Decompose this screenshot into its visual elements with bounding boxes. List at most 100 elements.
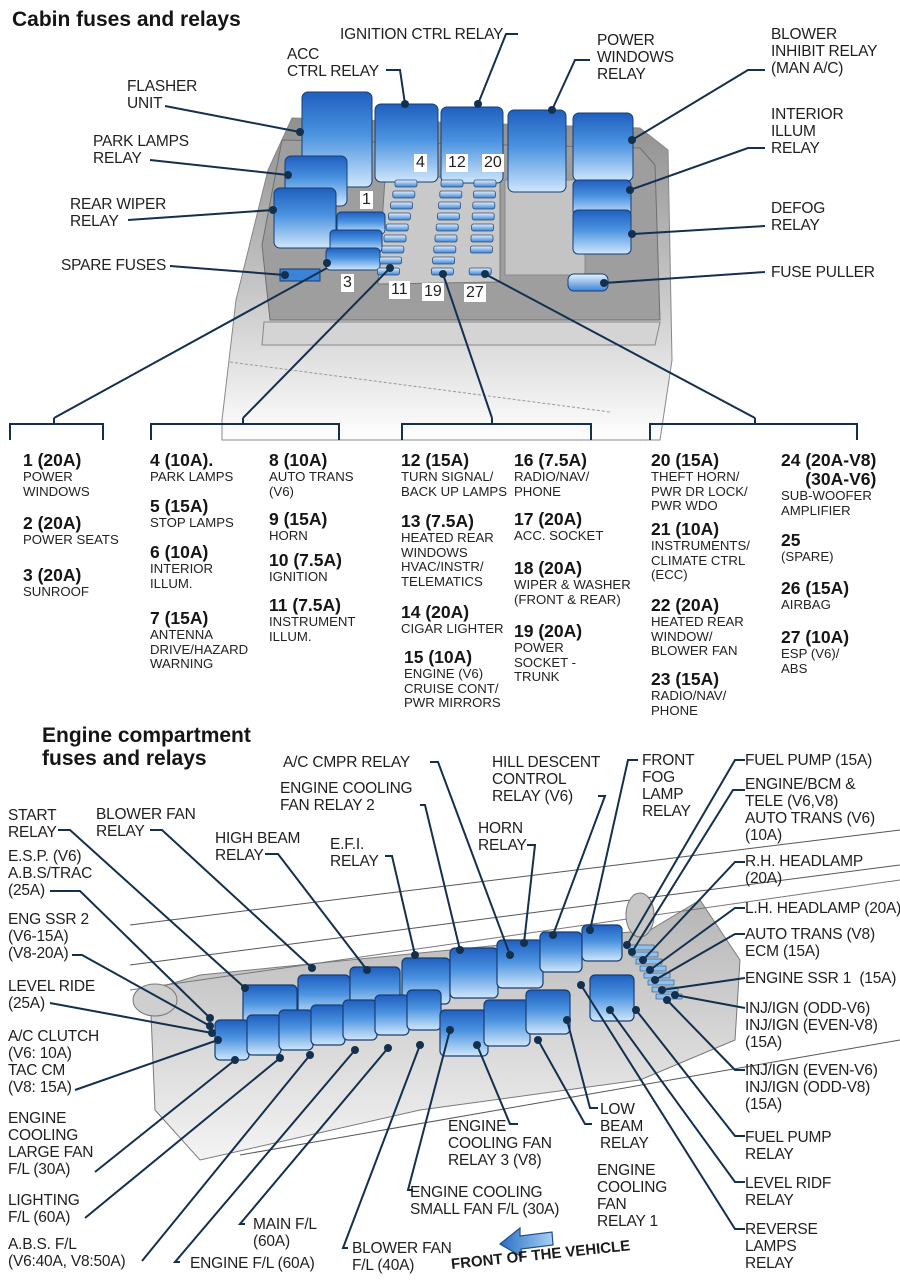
fuse-entry-11: 11 (7.5A)INSTRUMENT ILLUM.: [269, 595, 356, 644]
fuse-entry-18: 18 (20A)WIPER & WASHER (FRONT & REAR): [514, 558, 631, 607]
engine-title: Engine compartment fuses and relays: [42, 724, 251, 770]
engine-relay-back-8: [581, 924, 623, 962]
fuse-entry-7: 7 (15A)ANTENNA DRIVE/HAZARD WARNING: [150, 608, 249, 671]
label-abs-fl: A.B.S. F/L (V6:40A, V8:50A): [8, 1236, 126, 1270]
mini-fuse: [381, 245, 405, 254]
cabin-mini-fuses: [376, 179, 497, 276]
engine-mini-fuse: [647, 979, 675, 986]
label-spare-fuses: SPARE FUSES: [61, 257, 167, 274]
engine-leader-lines: [49, 759, 746, 1263]
mini-fuse: [385, 223, 409, 232]
engine-relay-back-7: [539, 931, 583, 973]
label-efi-relay: E.F.I. RELAY: [330, 836, 379, 870]
engine-relay-front-3: [525, 989, 571, 1035]
label-horn-relay: HORN RELAY: [478, 820, 527, 854]
mini-fuse: [390, 201, 414, 210]
mini-fuse: [435, 223, 459, 232]
mini-fuse: [436, 212, 460, 221]
slot-number-27: 27: [464, 284, 486, 302]
label-park-lamps-relay: PARK LAMPS RELAY: [93, 133, 189, 167]
fuse-entry-19: 19 (20A)POWER SOCKET - TRUNK: [514, 621, 583, 684]
engine-relay-front-2: [483, 999, 531, 1047]
label-blower-fan-relay: BLOWER FAN RELAY: [96, 806, 196, 840]
label-start-relay: START RELAY: [8, 807, 57, 841]
fuse-entry-3: 3 (20A)SUNROOF: [23, 565, 89, 599]
label-level-ride-relay: LEVEL RIDF RELAY: [745, 1175, 832, 1209]
fuse-entry-13: 13 (7.5A)HEATED REAR WINDOWS HVAC/INSTR/…: [401, 511, 494, 589]
cabin-title: Cabin fuses and relays: [12, 8, 241, 31]
engine-relay-front-1: [439, 1009, 489, 1057]
mini-fuse: [469, 245, 493, 254]
engine-maxi-fuse-2: [246, 1014, 282, 1056]
mini-fuse: [392, 190, 416, 199]
label-engine-bcm: ENGINE/BCM & TELE (V6,V8) AUTO TRANS (V6…: [745, 776, 875, 844]
mini-fuse: [470, 234, 494, 243]
mini-fuse: [472, 201, 496, 210]
fuse-entry-27: 27 (10A)ESP (V6)/ ABS: [781, 627, 850, 676]
fuse-entry-17: 17 (20A)ACC. SOCKET: [514, 509, 604, 543]
engine-maxi-fuse-3: [278, 1009, 314, 1051]
slot-number-4: 4: [414, 154, 427, 172]
label-eng-ssr-2: ENG SSR 2 (V6-15A) (V8-20A): [8, 911, 89, 962]
label-fuel-pump-relay: FUEL PUMP RELAY: [745, 1129, 832, 1163]
front-arrow-icon: [498, 1226, 554, 1259]
label-lh-headlamp: L.H. HEADLAMP (20A): [745, 900, 900, 917]
rear-wiper-relay: [273, 187, 337, 249]
fuse-entry-20: 20 (15A)THEFT HORN/ PWR DR LOCK/ PWR WDO: [651, 450, 748, 513]
label-ac-clutch: A/C CLUTCH (V6: 10A) TAC CM (V8: 15A): [8, 1028, 100, 1096]
fuse-entry-4: 4 (10A).PARK LAMPS: [150, 450, 234, 484]
fuse-entry-14: 14 (20A)CIGAR LIGHTER: [401, 602, 504, 636]
fuse-entry-16: 16 (7.5A)RADIO/NAV/ PHONE: [514, 450, 590, 499]
label-fuel-pump-15a: FUEL PUMP (15A): [745, 752, 873, 769]
slot-number-19: 19: [422, 283, 444, 301]
mini-fuse: [440, 179, 464, 188]
engine-maxi-fuse-5: [342, 999, 378, 1041]
acc-ctrl-relay: [374, 103, 439, 183]
cabin-leader-lines: [9, 33, 858, 440]
fuse-entry-8: 8 (10A)AUTO TRANS (V6): [269, 450, 354, 499]
label-blower-fan-fl: BLOWER FAN F/L (40A): [352, 1240, 452, 1274]
mini-fuse: [383, 234, 407, 243]
engine-relay-back-5: [449, 947, 499, 999]
defog-relay: [572, 209, 632, 255]
label-inj-ign-odd-v6: INJ/IGN (ODD-V6) INJ/IGN (EVEN-V8) (15A): [745, 1000, 878, 1051]
mini-fuse: [432, 256, 456, 265]
slot-number-3: 3: [341, 274, 354, 292]
label-defog-relay: DEFOG RELAY: [771, 200, 826, 234]
mini-fuse: [472, 190, 496, 199]
slot-number-1: 1: [360, 191, 373, 209]
fuse-entry-9: 9 (15A)HORN: [269, 509, 328, 543]
fuse-entry-12: 12 (15A)TURN SIGNAL/ BACK UP LAMPS: [401, 450, 508, 499]
label-acc-ctrl-relay: ACC CTRL RELAY: [287, 46, 379, 80]
fuse-entry-26: 26 (15A)AIRBAG: [781, 578, 850, 612]
label-power-windows-relay: POWER WINDOWS RELAY: [597, 32, 674, 83]
fuse-entry-25: 25(SPARE): [781, 530, 834, 564]
mini-fuse: [433, 245, 457, 254]
label-high-beam-relay: HIGH BEAM RELAY: [215, 830, 301, 864]
label-ac-cmpr-relay: A/C CMPR RELAY: [283, 754, 410, 771]
engine-maxi-fuse-7: [406, 989, 442, 1031]
fuse-entry-24: 24 (20A-V8) (30A-V6)SUB-WOOFER AMPLIFIER: [781, 450, 877, 518]
label-engine-cooling-fan-relay-3: ENGINE COOLING FAN RELAY 3 (V8): [448, 1118, 552, 1169]
fuse-entry-5: 5 (15A)STOP LAMPS: [150, 496, 234, 530]
label-engine-cooling-large-fan: ENGINE COOLING LARGE FAN F/L (30A): [8, 1110, 94, 1178]
fuse-entry-10: 10 (7.5A)IGNITION: [269, 550, 342, 584]
label-lighting-fl: LIGHTING F/L (60A): [8, 1192, 80, 1226]
mini-fuse: [387, 212, 411, 221]
fuse-entry-23: 23 (15A)RADIO/NAV/ PHONE: [651, 669, 727, 718]
label-engine-cooling-small-fan: ENGINE COOLING SMALL FAN F/L (30A): [410, 1184, 560, 1218]
large-fuse-3: [325, 247, 381, 271]
label-engine-cooling-fan-relay-1: ENGINE COOLING FAN RELAY 1: [597, 1162, 668, 1230]
mini-fuse: [439, 190, 463, 199]
label-fuse-puller: FUSE PULLER: [771, 264, 875, 281]
fuse-entry-15: 15 (10A)ENGINE (V6) CRUISE CONT/ PWR MIR…: [404, 647, 501, 710]
label-low-beam-relay: LOW BEAM RELAY: [600, 1101, 649, 1152]
power-windows-relay: [507, 109, 567, 193]
slot-number-20: 20: [482, 154, 504, 172]
label-reverse-lamps-relay: REVERSE LAMPS RELAY: [745, 1221, 818, 1272]
label-rear-wiper-relay: REAR WIPER RELAY: [70, 196, 167, 230]
mini-fuse: [471, 212, 495, 221]
label-front-fog-lamp-relay: FRONT FOG LAMP RELAY: [642, 752, 695, 820]
mini-fuse: [434, 234, 458, 243]
cabin-leader-dots: [269, 100, 636, 287]
